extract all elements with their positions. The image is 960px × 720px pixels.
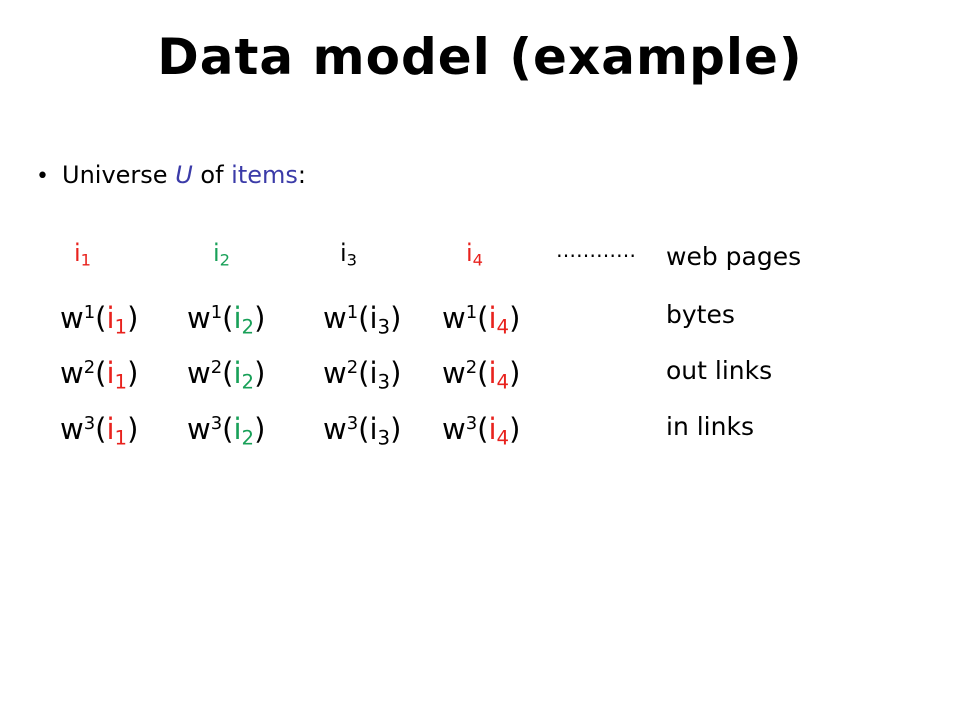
weight-cell-1-2: w1(i2)	[187, 301, 266, 339]
weight-cell-2-1: w2(i1)	[60, 356, 139, 394]
weight-cell-3-4: w3(i4)	[442, 412, 521, 450]
weight-cell-3-1: w3(i1)	[60, 412, 139, 450]
item-header-1: i1	[74, 239, 92, 270]
items-keyword: items	[231, 161, 298, 189]
weight-cell-2-2: w2(i2)	[187, 356, 266, 394]
bullet-dot-icon: •	[36, 164, 49, 189]
weight-cell-2-3: w2(i3)	[323, 356, 402, 394]
bullet-middle: of	[192, 161, 232, 189]
row-label-in-links: in links	[666, 412, 754, 441]
row-label-out-links: out links	[666, 356, 773, 385]
ellipsis: …………	[556, 238, 636, 262]
item-header-2: i2	[213, 239, 231, 270]
universe-symbol: U	[175, 161, 193, 189]
weight-cell-2-4: w2(i4)	[442, 356, 521, 394]
weight-cell-3-3: w3(i3)	[323, 412, 402, 450]
item-header-3: i3	[340, 239, 358, 270]
weight-cell-1-4: w1(i4)	[442, 301, 521, 339]
row-label-bytes: bytes	[666, 300, 735, 329]
weight-cell-1-1: w1(i1)	[60, 301, 139, 339]
item-header-4: i4	[466, 239, 484, 270]
slide-title: Data model (example)	[157, 28, 803, 86]
bullet-suffix: :	[297, 161, 306, 189]
items-label: web pages	[666, 242, 802, 271]
bullet-universe: • Universe U of items:	[36, 160, 306, 192]
bullet-prefix: Universe	[62, 161, 176, 189]
weight-cell-3-2: w3(i2)	[187, 412, 266, 450]
weight-cell-1-3: w1(i3)	[323, 301, 402, 339]
